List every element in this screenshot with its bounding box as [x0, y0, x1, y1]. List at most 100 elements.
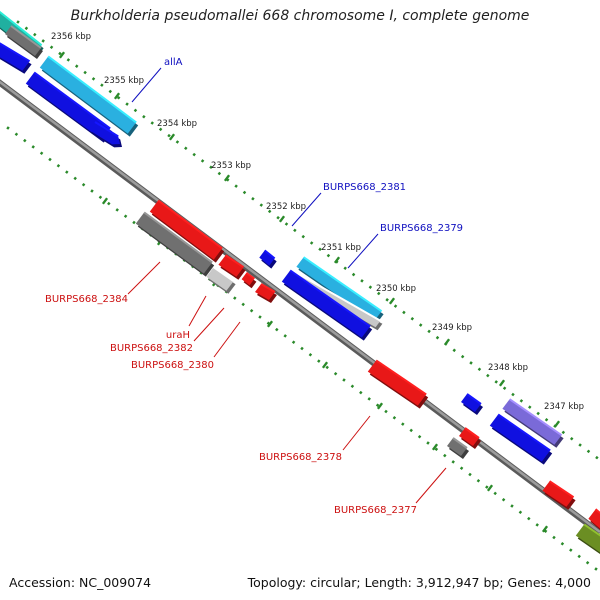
inner-scale-track-dot — [409, 428, 413, 433]
outer-scale-track-dot — [385, 298, 389, 302]
outer-scale-track-dot — [561, 430, 566, 435]
inner-scale-track-dot — [552, 535, 556, 540]
outer-scale-track-dot — [267, 209, 272, 214]
outer-scale-track-dot — [351, 272, 356, 277]
inner-scale-track-dot — [367, 397, 371, 401]
feature-gray-c-highlight — [452, 437, 468, 449]
outer-scale-track-dot — [91, 77, 96, 81]
inner-scale-track-dot — [468, 472, 472, 477]
feature-gray-a — [5, 26, 41, 56]
outer-scale-track-dot — [74, 64, 79, 68]
inner-scale-track-dot — [23, 138, 27, 143]
outer-major-tick — [113, 92, 121, 100]
inner-scale-track-dot — [65, 170, 69, 174]
outer-scale-track-dot — [377, 291, 381, 296]
scale-tick-label: 2354 kbp — [157, 119, 197, 129]
outer-scale-track-dot — [318, 247, 322, 252]
outer-scale-track-dot — [326, 253, 331, 258]
outer-scale-track-dot — [435, 335, 440, 340]
inner-scale-track-dot — [535, 523, 539, 527]
inner-scale-track-dot — [56, 164, 61, 168]
gene-label-burps668-2377-leader — [415, 467, 447, 504]
feature-teal-highlight — [0, 10, 43, 46]
gene-labels: allABURPS668_2381BURPS668_2379BURPS668_2… — [45, 57, 463, 516]
inner-scale-track-dot — [325, 365, 329, 370]
outer-major-tick — [443, 338, 451, 346]
outer-scale-track-dot — [259, 203, 264, 207]
gene-label-allA-leader — [131, 67, 162, 103]
feature-forward-a — [0, 43, 30, 71]
inner-scale-track-dot — [401, 422, 405, 426]
inner-major-tick — [431, 443, 439, 451]
gene-label-allA: allA — [164, 57, 183, 68]
outer-scale-track-dot — [569, 436, 574, 441]
inner-scale-track-dot — [291, 340, 296, 344]
outer-scale-track-dot — [528, 405, 532, 409]
outer-scale-track-dot — [402, 310, 406, 315]
outer-major-tick — [58, 51, 66, 59]
inner-scale-track-dot — [308, 353, 313, 357]
outer-scale-track-dot — [142, 114, 146, 119]
feature-rna-allA-highlight — [47, 55, 137, 124]
outer-scale-track-dot — [16, 20, 20, 24]
gene-label-burps668-2378: BURPS668_2378 — [259, 452, 342, 463]
outer-scale-track-dot — [242, 190, 247, 195]
inner-scale-track-dot — [115, 208, 119, 212]
gene-label-uraH-leader — [188, 295, 207, 327]
outer-major-tick — [498, 379, 506, 387]
inner-scale-track-dot — [258, 315, 262, 319]
outer-scale-track-dot — [477, 367, 482, 372]
inner-scale-track-dot — [81, 182, 86, 187]
outer-scale-track-dot — [234, 184, 238, 188]
inner-scale-track-dot — [585, 560, 590, 565]
outer-scale-track-dot — [150, 121, 154, 125]
outer-scale-track-dot — [595, 455, 599, 460]
inner-scale-track-dot — [233, 296, 237, 300]
outer-scale-track-dot — [217, 171, 222, 176]
inner-major-tick — [376, 402, 384, 410]
outer-scale-track-dot — [393, 304, 398, 308]
feature-reverse-2378-highlight — [375, 359, 427, 396]
outer-scale-track-dot — [49, 45, 54, 50]
inner-major-tick — [486, 484, 494, 492]
feature-rna-allA — [39, 56, 137, 134]
gene-features — [0, 10, 600, 554]
outer-scale-track-dot — [24, 26, 29, 31]
inner-scale-track-dot — [73, 176, 77, 181]
inner-scale-track-dot — [14, 132, 19, 137]
scale-tick-label: 2348 kbp — [488, 363, 528, 373]
feature-forward-d-highlight — [466, 393, 482, 405]
gene-label-burps668-2382-leader — [193, 307, 225, 342]
inner-scale-track-dot — [560, 542, 565, 546]
feature-forward-2379-highlight — [289, 269, 371, 328]
inner-scale-track-dot — [527, 516, 531, 521]
inner-scale-track-dot — [300, 346, 304, 351]
outer-scale-track-dot — [343, 266, 347, 270]
feature-forward-c — [89, 122, 120, 145]
inner-major-tick — [266, 320, 274, 328]
outer-scale-track-dot — [158, 127, 163, 132]
feature-reverse-small-a — [241, 272, 255, 286]
feature-reverse-2378 — [367, 360, 427, 406]
outer-scale-track-dot — [200, 159, 205, 163]
outer-scale-track-dot — [301, 234, 305, 239]
feature-gray-b — [135, 212, 213, 274]
feature-reverse-small-c-highlight — [464, 427, 480, 439]
outer-scale-track-dot — [309, 241, 314, 245]
inner-scale-track-dot — [275, 327, 279, 332]
gene-label-burps668-2377: BURPS668_2377 — [334, 505, 417, 516]
inner-scale-track-dot — [510, 504, 514, 508]
gene-label-burps668-2379: BURPS668_2379 — [380, 223, 463, 234]
outer-scale-track-dot — [360, 279, 364, 283]
inner-scale-track-dot — [451, 460, 455, 464]
outer-scale-track-dot — [41, 39, 45, 43]
feature-forward-a-highlight — [0, 42, 31, 63]
feature-rna-2381-highlight — [303, 256, 383, 313]
outer-scale-track-dot — [368, 285, 373, 289]
inner-scale-track-dot — [417, 434, 422, 439]
outer-scale-track-dot — [167, 133, 171, 138]
feature-reverse-2384 — [149, 200, 223, 260]
